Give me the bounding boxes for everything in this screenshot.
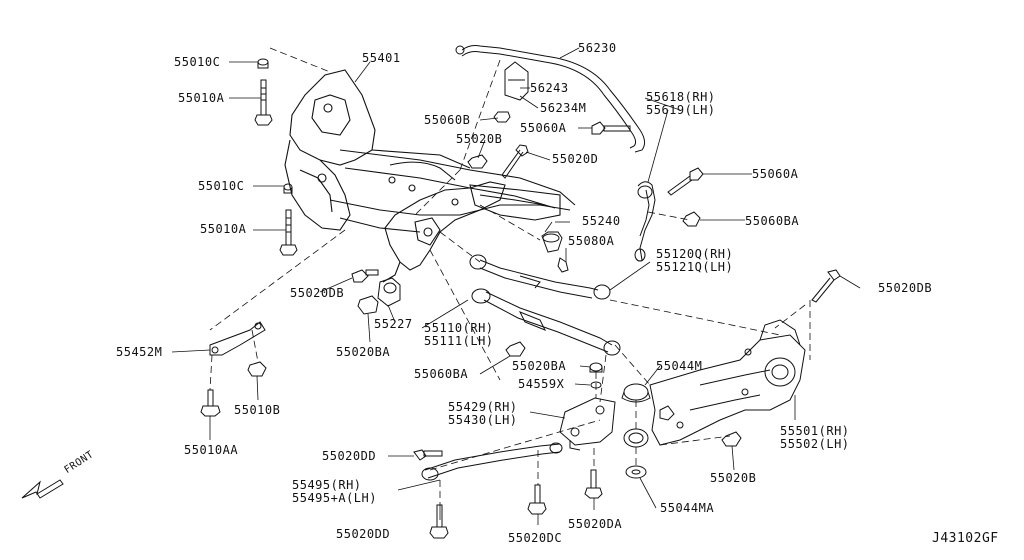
label-55020BA-mid: 55020BA — [512, 359, 567, 373]
label-55020BA-left: 55020BA — [336, 345, 391, 359]
label-55060A-mid: 55060A — [520, 121, 567, 135]
label-55020DD-bottom: 55020DD — [336, 527, 391, 541]
label-55020B-bottom: 55020B — [710, 471, 757, 485]
leader-lines — [171, 47, 861, 525]
label-55227: 55227 — [374, 317, 413, 331]
label-55010AA: 55010AA — [184, 443, 239, 457]
label-56234M: 56234M — [540, 101, 587, 115]
label-55452M: 55452M — [116, 345, 163, 359]
label-55495: 55495(RH) — [292, 478, 362, 492]
label-55121Q: 55121Q(LH) — [656, 260, 734, 274]
label-55020DB-left: 55020DB — [290, 286, 345, 300]
stabilizer-link-drawing — [634, 181, 656, 262]
label-55619: 55619(LH) — [646, 103, 716, 117]
lateral-link-drawing — [413, 442, 603, 539]
label-55010C-top: 55010C — [174, 55, 221, 69]
label-55060BA-mid: 55060BA — [414, 367, 469, 381]
stabilizer-drawing — [455, 45, 646, 153]
label-55010C-mid: 55010C — [198, 179, 245, 193]
label-55429: 55429(RH) — [448, 400, 518, 414]
label-55010B: 55010B — [234, 403, 281, 417]
right-fasteners — [467, 121, 704, 227]
bushing-drawing — [351, 269, 401, 315]
spring-seat-drawing — [621, 383, 675, 479]
label-55240: 55240 — [582, 214, 621, 228]
label-55111: 55111(LH) — [424, 334, 494, 348]
label-55430: 55430(LH) — [448, 413, 518, 427]
bumpstop-drawing — [541, 231, 569, 273]
front-arrow-icon — [21, 479, 64, 499]
label-55618: 55618(RH) — [646, 90, 716, 104]
label-55044MA: 55044MA — [660, 501, 715, 515]
bracket-drawing — [200, 321, 267, 417]
diagram-code: J43102GF — [932, 531, 999, 546]
label-54559X: 54559X — [518, 377, 565, 391]
label-55060B: 55060B — [424, 113, 471, 127]
label-55120Q: 55120Q(RH) — [656, 247, 734, 261]
label-55501: 55501(RH) — [780, 424, 850, 438]
label-55401: 55401 — [362, 51, 401, 65]
label-55495A: 55495+A(LH) — [292, 491, 377, 505]
subframe-drawing — [284, 69, 576, 283]
label-55080A: 55080A — [568, 234, 615, 248]
upper-link-drawing — [469, 254, 611, 300]
label-55020DA: 55020DA — [568, 517, 623, 531]
label-55020DB-right: 55020DB — [878, 281, 933, 295]
left-fasteners — [254, 58, 298, 256]
knuckle-bracket-drawing — [559, 397, 616, 451]
label-55110: 55110(RH) — [424, 321, 494, 335]
lower-link-drawing — [471, 288, 621, 356]
label-55020B-top: 55020B — [456, 132, 503, 146]
label-55044M: 55044M — [656, 359, 703, 373]
dashed-lines — [209, 47, 811, 505]
label-55020DC: 55020DC — [508, 531, 563, 545]
label-56243: 56243 — [530, 81, 569, 95]
label-55010A-top: 55010A — [178, 91, 225, 105]
label-55502: 55502(LH) — [780, 437, 850, 451]
label-55010A-mid: 55010A — [200, 222, 247, 236]
label-55020D: 55020D — [552, 152, 599, 166]
label-56230: 56230 — [578, 41, 617, 55]
lower-arm-drawing — [649, 269, 841, 447]
label-55020DD-top: 55020DD — [322, 449, 377, 463]
label-55060A-right: 55060A — [752, 167, 799, 181]
label-55060BA-right: 55060BA — [745, 214, 800, 228]
